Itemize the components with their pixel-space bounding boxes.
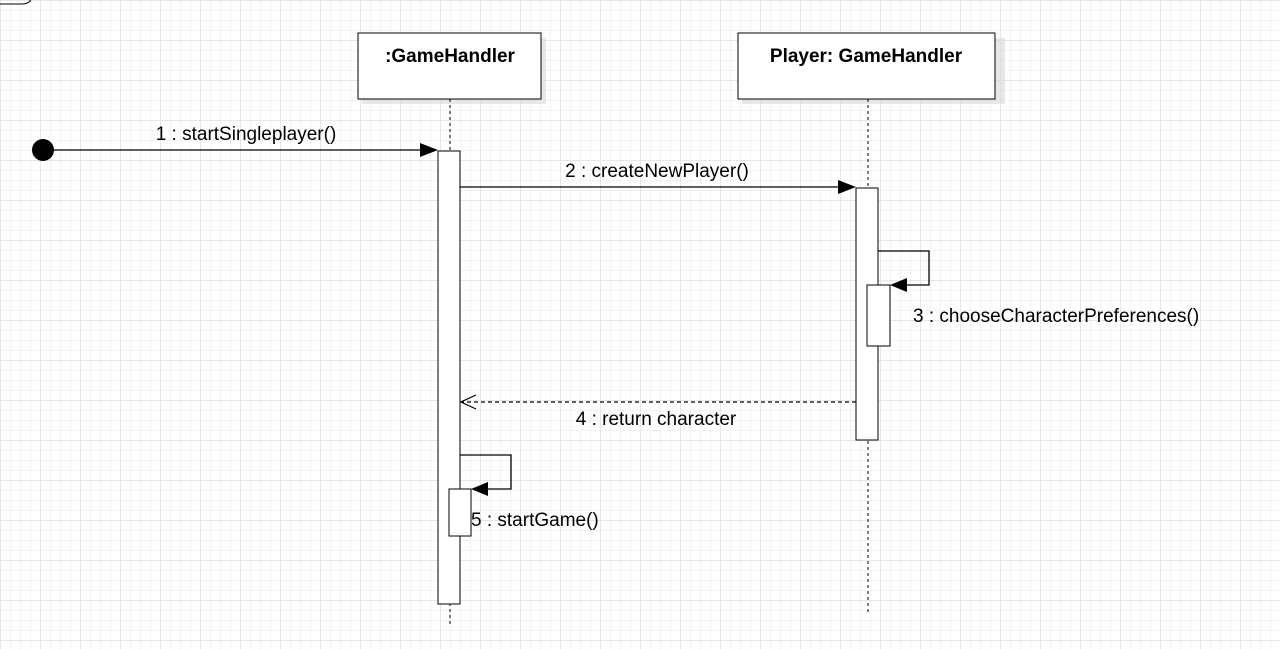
arrowhead-solid bbox=[471, 482, 488, 496]
corner-shape bbox=[0, 0, 32, 5]
lifeline-player[interactable]: Player: GameHandler bbox=[737, 32, 1005, 614]
message-label: 1 : startSingleplayer() bbox=[156, 124, 337, 145]
self-call-line bbox=[878, 250, 930, 286]
arrowhead-solid bbox=[838, 180, 856, 194]
activation-bar-player-self[interactable] bbox=[866, 284, 891, 347]
lifeline-title: :GameHandler bbox=[385, 46, 515, 67]
found-message-dot bbox=[32, 139, 54, 161]
message-label: 3 : chooseCharacterPreferences() bbox=[913, 306, 1199, 327]
message-2[interactable]: 2 : createNewPlayer() bbox=[460, 161, 856, 194]
message-1[interactable]: 1 : startSingleplayer() bbox=[32, 124, 438, 161]
arrowhead-solid bbox=[420, 143, 438, 157]
message-4[interactable]: 4 : return character bbox=[459, 394, 856, 430]
activation-bar-gamehandler-self[interactable] bbox=[448, 488, 472, 537]
self-call-line bbox=[460, 454, 512, 490]
lifeline-header[interactable] bbox=[737, 32, 996, 100]
message-label: 4 : return character bbox=[576, 409, 737, 430]
lifeline-header[interactable] bbox=[357, 32, 542, 100]
arrowhead-open bbox=[459, 394, 477, 410]
message-label: 5 : startGame() bbox=[471, 510, 599, 531]
arrowhead-solid bbox=[890, 278, 907, 292]
message-5[interactable]: 5 : startGame() bbox=[460, 454, 599, 531]
message-label: 2 : createNewPlayer() bbox=[565, 161, 749, 182]
message-3[interactable]: 3 : chooseCharacterPreferences() bbox=[878, 250, 1199, 327]
lifeline-title: Player: GameHandler bbox=[770, 46, 963, 67]
lifeline-gamehandler[interactable]: :GameHandler bbox=[357, 32, 546, 626]
